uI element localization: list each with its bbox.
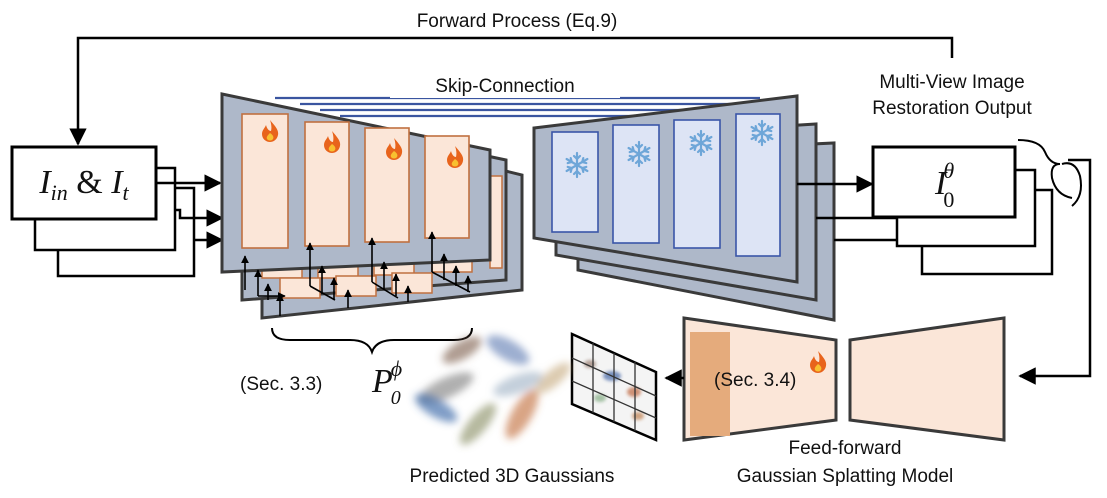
sec33-label: (Sec. 3.3) (240, 374, 322, 395)
input-box-stack (10, 145, 196, 278)
prompt-arrows (241, 231, 472, 316)
output-title-line1: Multi-View Image (879, 72, 1024, 93)
gs-model-title-line1: Feed-forward (789, 438, 902, 459)
output-brace (1017, 139, 1073, 199)
rendered-views-grid (570, 332, 658, 442)
output-label: I0θ (934, 158, 954, 212)
gs-model-title-line2: Gaussian Splatting Model (737, 466, 954, 487)
sec34-label: (Sec. 3.4) (714, 370, 796, 391)
prompt-brace (271, 327, 473, 356)
forward-process-arrow (69, 36, 954, 146)
gs-model (682, 316, 1006, 442)
output-title-line2: Restoration Output (872, 98, 1032, 119)
encoder-cells (241, 113, 470, 249)
output-brace-tail (1061, 162, 1082, 207)
output-box-stack (871, 145, 1054, 276)
prompt-label: P0ϕ (371, 356, 402, 409)
forward-process-label: Forward Process (Eq.9) (417, 11, 618, 32)
decoder-stack (532, 94, 836, 322)
predicted-gaussians-label: Predicted 3D Gaussians (410, 466, 615, 487)
skip-connection-label: Skip-Connection (435, 76, 574, 97)
input-label: Iin & It (38, 164, 129, 205)
input-arrow-2 (175, 208, 224, 227)
output-to-gs-arrow (1018, 158, 1092, 385)
encoder-stack (220, 92, 524, 320)
decoder-cells (551, 113, 781, 257)
predicted-gaussians (414, 335, 571, 445)
